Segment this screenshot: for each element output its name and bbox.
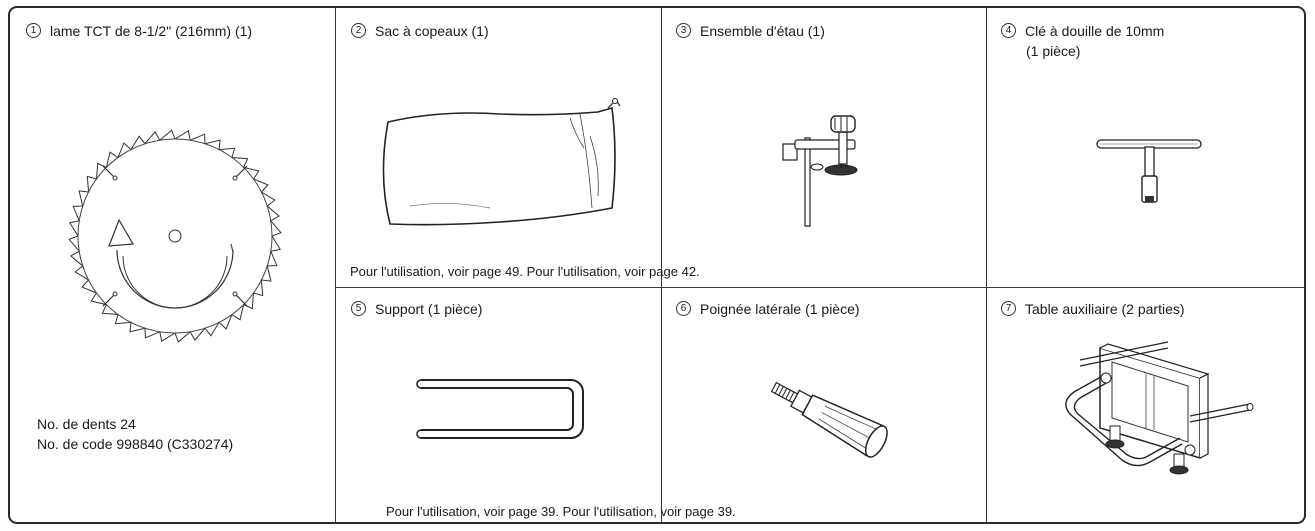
grid-divider: [986, 8, 987, 522]
usage-note-bottom: Pour l'utilisation, voir page 39. Pour l…: [386, 504, 736, 519]
grid-divider: [661, 8, 662, 522]
item-number-badge: 1: [26, 23, 41, 38]
saw-blade-illustration: [65, 126, 285, 346]
item-number-badge: 6: [676, 301, 691, 316]
side-handle-illustration: [760, 368, 900, 468]
item-4-sublabel: (1 pièce): [1026, 43, 1081, 59]
item-5-label: Support (1 pièce): [375, 301, 483, 317]
usage-note-top: Pour l'utilisation, voir page 49. Pour l…: [350, 264, 700, 279]
blade-teeth-count: No. de dents 24: [37, 416, 136, 432]
item-2-label: Sac à copeaux (1): [375, 23, 489, 39]
item-4-label: Clé à douille de 10mm: [1025, 23, 1165, 39]
item-number-badge: 2: [351, 23, 366, 38]
item-3-title: 3 Ensemble d'étau (1): [676, 22, 825, 40]
item-6-label: Poignée latérale (1 pièce): [700, 301, 860, 317]
grid-divider: [335, 287, 1304, 288]
item-number-badge: 5: [351, 301, 366, 316]
item-7-label: Table auxiliaire (2 parties): [1025, 301, 1185, 317]
auxiliary-table-illustration: [1050, 338, 1260, 488]
item-number-badge: 4: [1001, 23, 1016, 38]
grid-divider: [335, 8, 336, 522]
item-6-title: 6 Poignée latérale (1 pièce): [676, 300, 860, 318]
parts-table: 1 lame TCT de 8-1/2" (216mm) (1) No. de …: [8, 6, 1306, 524]
support-bracket-illustration: [415, 376, 595, 442]
item-7-title: 7 Table auxiliaire (2 parties): [1001, 300, 1185, 318]
blade-code-number: No. de code 998840 (C330274): [37, 436, 234, 452]
item-5-title: 5 Support (1 pièce): [351, 300, 482, 318]
item-4-title: 4 Clé à douille de 10mm: [1001, 22, 1164, 40]
blade-info: No. de dents 24 No. de code 998840 (C330…: [37, 414, 233, 454]
item-1-title: 1 lame TCT de 8-1/2" (216mm) (1): [26, 22, 252, 40]
item-number-badge: 3: [676, 23, 691, 38]
item-1-label: lame TCT de 8-1/2" (216mm) (1): [50, 23, 253, 39]
item-2-title: 2 Sac à copeaux (1): [351, 22, 489, 40]
socket-wrench-illustration: [1095, 134, 1205, 214]
item-3-label: Ensemble d'étau (1): [700, 23, 825, 39]
dust-bag-illustration: [380, 96, 620, 236]
item-number-badge: 7: [1001, 301, 1016, 316]
vise-assembly-illustration: [775, 110, 885, 230]
